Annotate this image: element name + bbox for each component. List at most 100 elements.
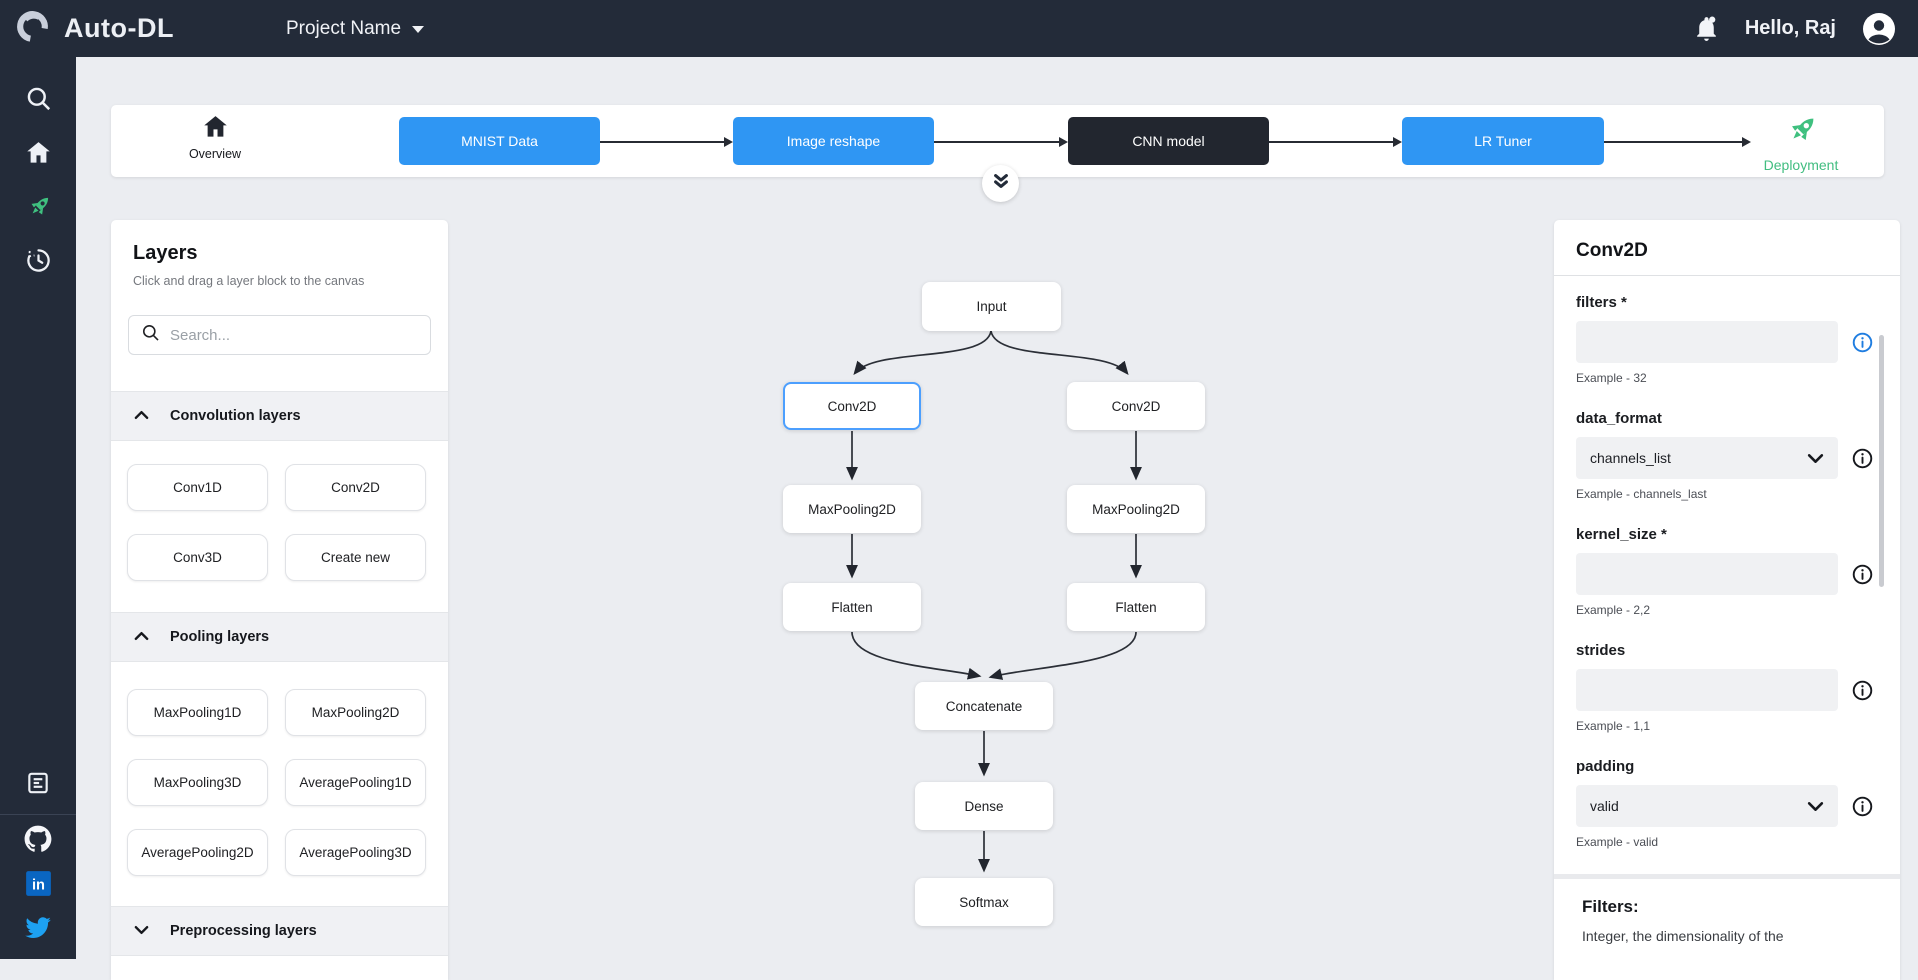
info-icon[interactable] (1852, 448, 1873, 469)
padding-select[interactable]: valid (1576, 785, 1838, 827)
layer-chip-maxpooling3d[interactable]: MaxPooling3D (127, 759, 268, 806)
node-label: Conv2D (1112, 399, 1161, 414)
node-flatten-right[interactable]: Flatten (1067, 583, 1205, 631)
filters-input[interactable] (1576, 321, 1838, 363)
node-input[interactable]: Input (922, 282, 1061, 331)
user-avatar[interactable] (1862, 12, 1896, 46)
node-conv2d-left[interactable]: Conv2D (783, 382, 921, 430)
pipeline-arrow (600, 140, 733, 144)
pipeline-step-label: Deployment (1741, 157, 1861, 173)
pipeline-step-cnn-model[interactable]: CNN model (1068, 117, 1269, 165)
node-label: MaxPooling2D (1092, 502, 1180, 517)
chevron-down-icon (1807, 801, 1824, 812)
node-softmax[interactable]: Softmax (915, 878, 1053, 926)
node-flatten-left[interactable]: Flatten (783, 583, 921, 631)
field-example: Example - 1,1 (1576, 719, 1900, 733)
layer-chip-maxpooling1d[interactable]: MaxPooling1D (127, 689, 268, 736)
pooling-chips: MaxPooling1D MaxPooling2D MaxPooling3D A… (111, 662, 448, 876)
field-label: strides (1576, 642, 1900, 659)
home-icon[interactable] (0, 139, 76, 166)
node-dense[interactable]: Dense (915, 782, 1053, 830)
pipeline-step-deployment[interactable]: Deployment (1741, 111, 1861, 173)
layers-panel-subtitle: Click and drag a layer block to the canv… (133, 274, 448, 288)
left-sidebar: in (0, 57, 76, 959)
field-data-format: data_format channels_list Example - chan… (1576, 410, 1900, 501)
pipeline-step-label: CNN model (1132, 133, 1204, 149)
kernel-size-input[interactable] (1576, 553, 1838, 595)
layer-search-input[interactable] (170, 327, 400, 344)
linkedin-icon[interactable]: in (0, 870, 76, 897)
layer-chip-averagepooling3d[interactable]: AveragePooling3D (285, 829, 426, 876)
layer-search-box (128, 315, 431, 355)
search-icon[interactable] (0, 85, 76, 112)
layers-panel: Layers Click and drag a layer block to t… (111, 220, 448, 980)
strides-input[interactable] (1576, 669, 1838, 711)
node-conv2d-right[interactable]: Conv2D (1067, 382, 1205, 430)
pipeline-step-mnist-data[interactable]: MNIST Data (399, 117, 600, 165)
project-selector[interactable]: Project Name (286, 18, 425, 40)
history-clock-icon[interactable] (0, 247, 76, 274)
field-label: padding (1576, 758, 1900, 775)
double-chevron-down-icon (992, 172, 1010, 195)
pipeline-step-label: MNIST Data (461, 133, 538, 149)
main-area: Overview MNIST Data Image reshape CNN mo… (76, 57, 1918, 959)
caret-down-icon (411, 18, 425, 40)
properties-scrollbar[interactable] (1879, 335, 1884, 587)
field-label: kernel_size * (1576, 526, 1900, 543)
convolution-chips: Conv1D Conv2D Conv3D Create new (111, 441, 448, 581)
chevron-up-icon (134, 628, 149, 646)
layer-chip-create-new[interactable]: Create new (285, 534, 426, 581)
section-label: Convolution layers (170, 408, 301, 424)
overview-home-icon (202, 127, 229, 144)
properties-fields: filters * Example - 32 data_format chann… (1554, 276, 1900, 849)
field-strides: strides Example - 1,1 (1576, 642, 1900, 733)
section-convolution-layers[interactable]: Convolution layers (111, 391, 448, 441)
pipeline-step-overview[interactable]: Overview (175, 113, 255, 161)
user-greeting: Hello, Raj (1745, 17, 1836, 40)
layer-chip-conv3d[interactable]: Conv3D (127, 534, 268, 581)
section-pooling-layers[interactable]: Pooling layers (111, 612, 448, 662)
layer-chip-averagepooling1d[interactable]: AveragePooling1D (285, 759, 426, 806)
node-label: Concatenate (946, 699, 1023, 714)
pipeline-step-image-reshape[interactable]: Image reshape (733, 117, 934, 165)
logo-swirl-icon (14, 8, 51, 50)
app-logo[interactable]: Auto-DL (14, 8, 174, 50)
model-canvas[interactable]: Input Conv2D Conv2D MaxPooling2D MaxPool… (448, 220, 1554, 959)
node-maxpooling2d-right[interactable]: MaxPooling2D (1067, 485, 1205, 533)
github-icon[interactable] (0, 825, 76, 853)
sidebar-divider (0, 814, 76, 815)
properties-panel-title: Conv2D (1554, 220, 1900, 276)
node-label: Conv2D (828, 399, 877, 414)
info-icon[interactable] (1852, 332, 1873, 353)
layer-chip-maxpooling2d[interactable]: MaxPooling2D (285, 689, 426, 736)
search-icon (141, 323, 160, 347)
top-navbar: Auto-DL Project Name Hello, Raj (0, 0, 1918, 57)
select-value: channels_list (1590, 450, 1671, 466)
pipeline-arrow (1604, 140, 1751, 144)
info-icon[interactable] (1852, 680, 1873, 701)
section-preprocessing-layers[interactable]: Preprocessing layers (111, 906, 448, 956)
docs-icon[interactable] (0, 770, 76, 796)
pipeline-step-label: LR Tuner (1474, 133, 1532, 149)
pipeline-step-lr-tuner[interactable]: LR Tuner (1402, 117, 1604, 165)
layer-chip-conv2d[interactable]: Conv2D (285, 464, 426, 511)
field-example: Example - channels_last (1576, 487, 1900, 501)
field-kernel-size: kernel_size * Example - 2,2 (1576, 526, 1900, 617)
data-format-select[interactable]: channels_list (1576, 437, 1838, 479)
layer-chip-conv1d[interactable]: Conv1D (127, 464, 268, 511)
select-value: valid (1590, 798, 1619, 814)
twitter-icon[interactable] (0, 914, 76, 942)
layer-chip-averagepooling2d[interactable]: AveragePooling2D (127, 829, 268, 876)
node-maxpooling2d-left[interactable]: MaxPooling2D (783, 485, 921, 533)
expand-pipeline-button[interactable] (982, 165, 1019, 202)
notifications-bell-icon[interactable] (1694, 15, 1719, 42)
info-icon[interactable] (1852, 564, 1873, 585)
brand-title: Auto-DL (64, 13, 174, 44)
node-label: Input (976, 299, 1006, 314)
node-concatenate[interactable]: Concatenate (915, 682, 1053, 730)
node-label: Flatten (831, 600, 872, 615)
section-label: Pooling layers (170, 629, 269, 645)
info-icon[interactable] (1852, 796, 1873, 817)
rocket-icon[interactable] (0, 192, 76, 223)
node-label: Flatten (1115, 600, 1156, 615)
